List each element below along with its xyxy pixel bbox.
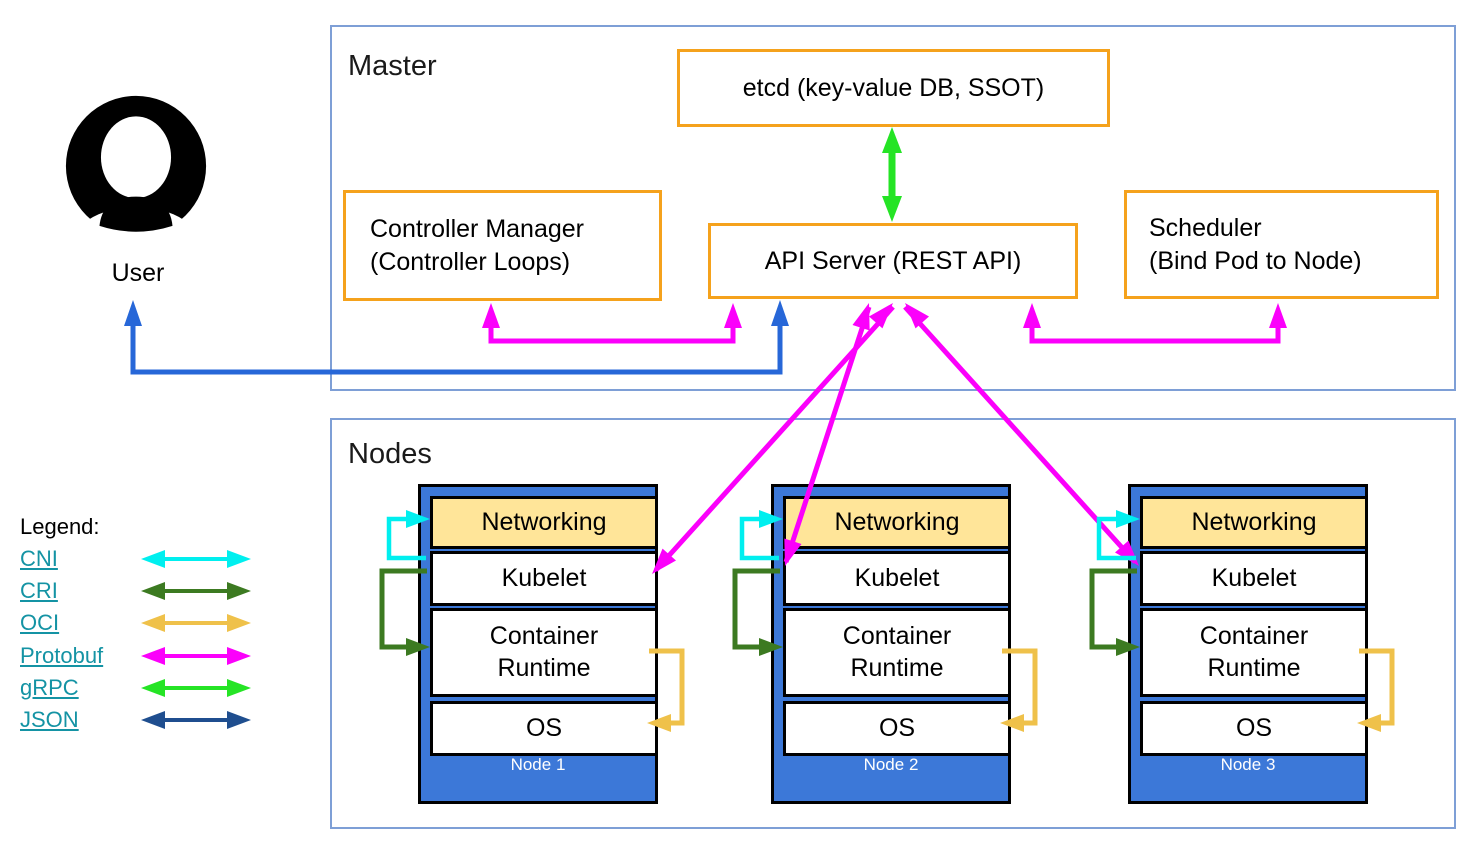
- nodes-title: Nodes: [348, 438, 432, 470]
- cri-arrow-icon: [141, 582, 251, 600]
- legend-title: Legend:: [20, 514, 100, 539]
- node3-runtime-layer: Container Runtime: [1140, 608, 1368, 697]
- node3-networking-layer: Networking: [1140, 496, 1368, 549]
- node2-os-layer: OS: [783, 701, 1011, 756]
- node3-name: Node 3: [1220, 755, 1276, 774]
- node2-networking-layer: Networking: [783, 496, 1011, 549]
- node1-name: Node 1: [510, 755, 566, 774]
- node1-kubelet-layer: Kubelet: [430, 551, 658, 606]
- controller-manager-box: Controller Manager (Controller Loops): [343, 190, 662, 301]
- node-3: Networking Kubelet Container Runtime OS …: [1128, 484, 1368, 804]
- legend-row-cni: CNI: [20, 545, 252, 573]
- legend-row-oci: OCI: [20, 609, 252, 637]
- node-2: Networking Kubelet Container Runtime OS …: [771, 484, 1011, 804]
- legend-link-cri[interactable]: CRI: [20, 578, 58, 603]
- legend-row-protobuf: Protobuf: [20, 642, 252, 670]
- protobuf-arrow-icon: [141, 647, 251, 665]
- grpc-arrow-icon: [141, 679, 251, 697]
- etcd-box: etcd (key-value DB, SSOT): [677, 49, 1110, 127]
- legend-link-json[interactable]: JSON: [20, 707, 79, 732]
- legend-link-grpc[interactable]: gRPC: [20, 675, 79, 700]
- oci-arrow-icon: [141, 614, 251, 632]
- api-server-box: API Server (REST API): [708, 223, 1078, 299]
- json-arrow-icon: [141, 711, 251, 729]
- node1-runtime-layer: Container Runtime: [430, 608, 658, 697]
- user-label: User: [111, 259, 165, 287]
- node3-kubelet-layer: Kubelet: [1140, 551, 1368, 606]
- node1-networking-layer: Networking: [430, 496, 658, 549]
- node3-os-layer: OS: [1140, 701, 1368, 756]
- node2-name: Node 2: [863, 755, 919, 774]
- scheduler-box: Scheduler (Bind Pod to Node): [1124, 190, 1439, 299]
- node2-runtime-layer: Container Runtime: [783, 608, 1011, 697]
- cni-arrow-icon: [141, 550, 251, 568]
- legend-link-oci[interactable]: OCI: [20, 610, 60, 635]
- master-title: Master: [348, 50, 437, 82]
- legend-row-json: JSON: [20, 706, 252, 734]
- user-avatar-icon: [63, 93, 209, 295]
- legend-link-protobuf[interactable]: Protobuf: [20, 643, 104, 668]
- legend-row-cri: CRI: [20, 577, 252, 605]
- node2-kubelet-layer: Kubelet: [783, 551, 1011, 606]
- legend-row-grpc: gRPC: [20, 674, 252, 702]
- node1-os-layer: OS: [430, 701, 658, 756]
- node-1: Networking Kubelet Container Runtime OS …: [418, 484, 658, 804]
- legend-link-cni[interactable]: CNI: [20, 546, 58, 571]
